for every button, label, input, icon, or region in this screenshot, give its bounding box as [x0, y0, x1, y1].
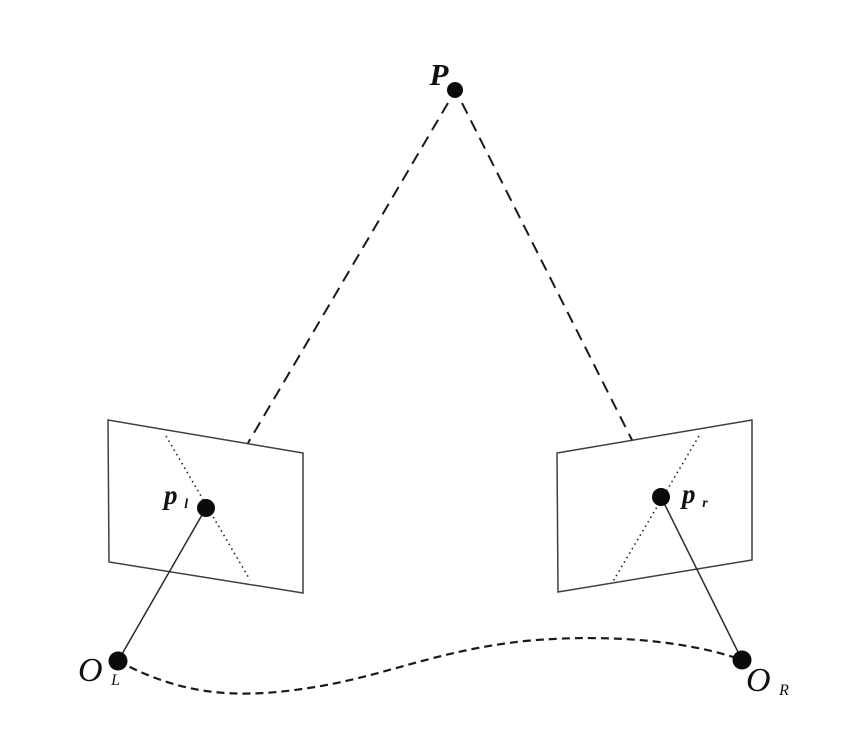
label-OR: O R — [746, 662, 789, 699]
point-pl — [197, 499, 215, 517]
label-pl: p l — [162, 480, 188, 512]
label-pl-subscript: l — [184, 497, 188, 512]
label-pr-base: p — [680, 479, 696, 509]
label-OR-subscript: R — [778, 682, 789, 699]
label-P: P — [429, 57, 450, 92]
point-OL — [108, 651, 128, 671]
left-image-plane — [107, 419, 304, 594]
label-OL: O L — [78, 652, 120, 689]
label-pr-subscript: r — [702, 496, 708, 511]
label-pr: p r — [680, 479, 708, 511]
ray-P-to-left-plane — [247, 102, 449, 444]
label-pl-base: p — [162, 480, 178, 510]
label-P-text: P — [429, 57, 450, 92]
left-projection-line — [117, 507, 207, 662]
right-projection-line — [660, 496, 743, 661]
right-epipolar-line — [611, 435, 700, 584]
label-OR-base: O — [746, 662, 771, 699]
label-OL-subscript: L — [110, 672, 120, 689]
point-OR — [732, 650, 752, 670]
right-image-plane — [556, 419, 753, 593]
label-OL-base: O — [78, 652, 103, 689]
point-pr — [652, 488, 670, 506]
ray-P-to-right-plane — [461, 102, 633, 441]
baseline-curve — [117, 636, 743, 695]
point-P — [447, 82, 463, 98]
